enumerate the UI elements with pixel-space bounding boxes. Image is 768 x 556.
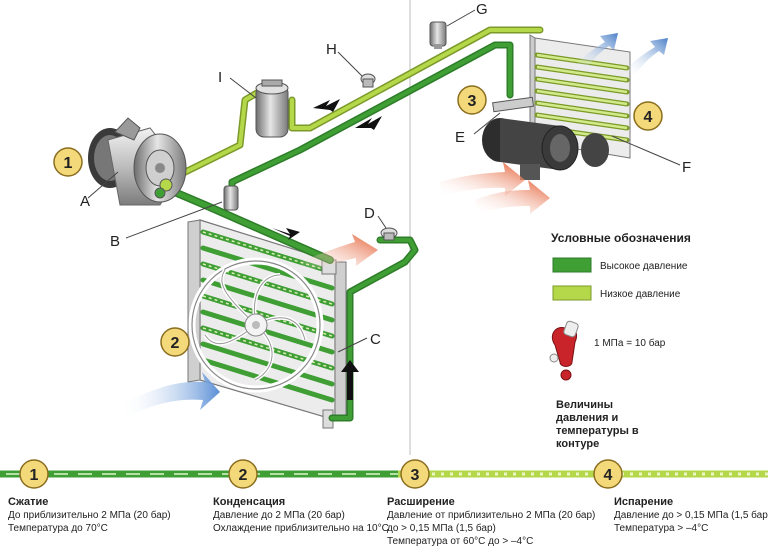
- stage-3-title: Расширение: [387, 496, 455, 508]
- svg-text:2: 2: [171, 335, 180, 352]
- badge-2: 2: [160, 327, 190, 357]
- stage-4-line-1: Давление до > 0,15 МПа (1,5 бар): [614, 509, 768, 521]
- svg-text:1: 1: [64, 155, 73, 172]
- label-i: I: [218, 69, 222, 86]
- pressure-sensor-icon: [360, 73, 376, 88]
- svg-text:2: 2: [239, 467, 248, 484]
- unit-note: 1 МПа = 10 бар: [594, 337, 666, 349]
- leader-lines: [87, 9, 681, 353]
- stage-badge-4: 4: [593, 459, 623, 489]
- label-h: H: [326, 41, 337, 58]
- pressure-sensor-icon: [380, 227, 398, 241]
- values-note-line4: контуре: [556, 438, 599, 450]
- warning-figure-icon: [549, 320, 579, 381]
- svg-text:4: 4: [604, 467, 613, 484]
- compressor-icon: [88, 117, 187, 206]
- values-note-line1: Величины: [556, 399, 613, 411]
- badge-1: 1: [53, 147, 83, 177]
- stage-3-line-1: Давление от приблизительно 2 МПа (20 бар…: [387, 509, 595, 521]
- stage-1-line-2: Температура до 70°С: [8, 523, 108, 534]
- svg-text:3: 3: [468, 93, 477, 110]
- arrow-icon: [272, 99, 382, 400]
- stage-badge-2: 2: [228, 459, 258, 489]
- refrigerant-lines: [161, 26, 544, 422]
- badge-4: 4: [633, 101, 663, 131]
- stage-2-title: Конденсация: [213, 496, 285, 508]
- values-note-line2: давления и: [556, 412, 618, 424]
- label-f: F: [682, 159, 691, 176]
- svg-text:4: 4: [644, 109, 653, 126]
- stage-badge-1: 1: [19, 459, 49, 489]
- stage-badge-3: 3: [400, 459, 430, 489]
- label-a: A: [80, 193, 90, 210]
- stage-2-line-1: Давление до 2 МПа (20 бар): [213, 509, 345, 521]
- blower-icon: [482, 118, 609, 180]
- svg-text:3: 3: [411, 467, 420, 484]
- stage-4-line-2: Температура > –4°С: [614, 523, 708, 534]
- pressure-sensor-icon: [223, 185, 239, 211]
- label-g: G: [476, 1, 488, 18]
- legend-high-label: Высокое давление: [600, 261, 688, 272]
- values-note-line3: температуры в: [556, 425, 639, 437]
- stage-1-title: Сжатие: [8, 496, 48, 508]
- label-b: B: [110, 233, 120, 250]
- stage-2-line-2: Охлаждение приблизительно на 10°С: [213, 522, 389, 534]
- stage-3-line-2: до > 0,15 МПа (1,5 бар): [387, 522, 496, 534]
- legend-swatch-low: [552, 285, 592, 301]
- fan-icon: [188, 257, 324, 393]
- pressure-sensor-icon: [429, 21, 447, 49]
- svg-text:1: 1: [30, 467, 39, 484]
- label-c: C: [370, 331, 381, 348]
- stage-4-title: Испарение: [614, 496, 673, 508]
- legend-title: Условные обозначения: [551, 231, 691, 245]
- badge-3: 3: [457, 85, 487, 115]
- receiver-drier-icon: [255, 79, 289, 138]
- stage-3-line-3: Температура от 60°С до > –4°С: [387, 536, 533, 547]
- legend-swatch-high: [552, 257, 592, 273]
- label-e: E: [455, 129, 465, 146]
- legend: Условные обозначения Высокое давление Ни…: [551, 231, 691, 301]
- label-d: D: [364, 205, 375, 222]
- arrow-icon: [120, 33, 668, 418]
- legend-low-label: Низкое давление: [600, 289, 681, 300]
- stage-1-line-1: До приблизительно 2 МПа (20 бар): [8, 509, 171, 521]
